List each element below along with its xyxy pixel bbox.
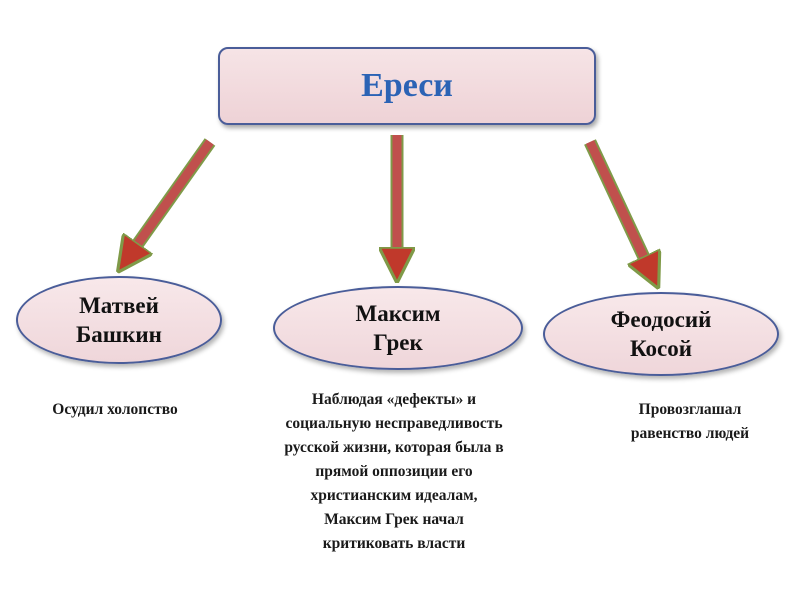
description-kosoy: Провозглашал равенство людей [630,401,750,442]
description-grek: Наблюдая «дефекты» и социальную несправе… [284,391,504,552]
arrow-to-bashkin [132,138,216,252]
node-feodosiy-kosoy: Феодосий Косой [543,292,779,376]
description-bashkin: Осудил холопство [52,401,178,418]
diagram-title: Ереси [361,67,453,104]
arrow-to-kosoy [584,139,648,266]
node-label-kosoy: Феодосий Косой [610,307,712,361]
title-box: Ереси [218,47,596,125]
node-label-grek: Максим Грек [355,301,441,355]
node-label-bashkin: Матвей Башкин [76,293,162,347]
node-matvey-bashkin: Матвей Башкин [16,276,222,364]
node-maksim-grek: Максим Грек [273,286,523,370]
